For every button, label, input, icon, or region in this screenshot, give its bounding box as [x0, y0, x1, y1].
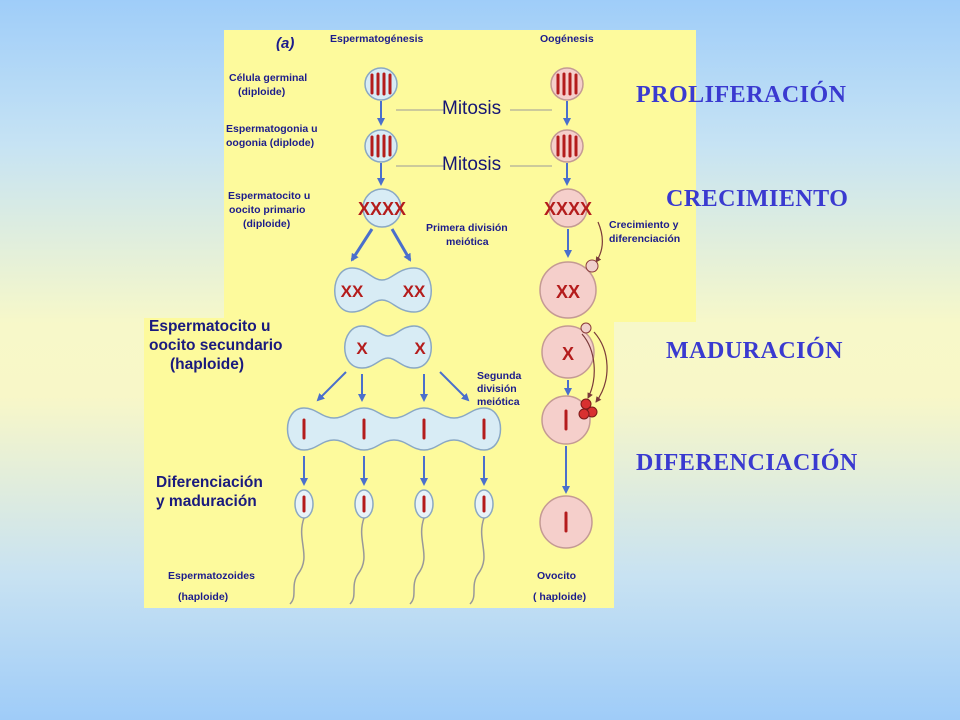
sperm-secondary-spermatocytes: X X: [344, 325, 432, 369]
label-germ-cell: Célula germinal: [229, 72, 308, 84]
svg-text:X: X: [356, 339, 368, 358]
label-spermatozoa: Espermatozoides: [168, 570, 255, 582]
label-spermatozoa-ploidy: (haploide): [178, 591, 229, 603]
stage-label-growth: CRECIMIENTO: [666, 186, 849, 212]
label-mitosis-2: Mitosis: [442, 154, 502, 175]
column-title-spermatogenesis: Espermatogénesis: [330, 33, 424, 45]
spermatozoon-1: [289, 489, 314, 605]
growth-arrow: [595, 221, 603, 263]
sperm-dividing-cell-1: XX XX: [334, 267, 432, 313]
arrow: [316, 371, 347, 402]
panel-letter: (a): [276, 35, 295, 52]
label-secondary-ploidy: (haploide): [170, 356, 245, 373]
label-secondary: Espermatocito u: [149, 318, 271, 335]
label-gonia: Espermatogonia u: [226, 123, 318, 135]
stage-label-differentiation: DIFERENCIACIÓN: [636, 450, 858, 476]
oo-germ-cell: [550, 67, 584, 101]
label-meiosis-2: Segunda: [477, 370, 522, 382]
sperm-spermatogonium-cell: [364, 129, 398, 163]
stage-label-maturation: MADURACIÓN: [666, 338, 843, 364]
spermatozoon-3: [409, 489, 434, 605]
spermatozoon-4: [469, 489, 494, 605]
label-gonia-ploidy: oogonia (diplode): [226, 137, 315, 149]
svg-text:XXXX: XXXX: [358, 199, 406, 219]
column-title-oogenesis: Oogénesis: [540, 33, 594, 45]
label-meiosis-1: Primera división: [426, 222, 508, 234]
svg-text:XX: XX: [403, 282, 426, 301]
oo-grown-oocyte-cell: XX: [539, 259, 599, 319]
polar-body-arrow: [581, 333, 595, 399]
label-germ-cell-ploidy: (diploide): [238, 86, 286, 98]
label-growth-2: diferenciación: [609, 233, 681, 245]
oo-oogonium-cell: [550, 129, 584, 163]
svg-text:XX: XX: [341, 282, 364, 301]
stage-label-proliferation: PROLIFERACIÓN: [636, 82, 847, 108]
sperm-primary-spermatocyte-cell: XXXX: [358, 188, 406, 228]
polar-body-arrow: [593, 331, 608, 403]
label-meiosis-1-2: meiótica: [446, 236, 489, 248]
oo-ootid-cell: [541, 395, 598, 445]
diagram-panel-top: [224, 30, 696, 322]
oo-secondary-oocyte-cell: X: [541, 322, 595, 379]
svg-text:X: X: [562, 344, 574, 364]
oo-primary-oocyte-cell: XXXX: [544, 188, 592, 228]
label-primary-ploidy: (diploide): [243, 218, 291, 230]
arrow: [439, 371, 470, 402]
label-differentiation-2: y maduración: [156, 493, 257, 510]
diagram-panel-bottom: [144, 318, 614, 608]
label-primary-2: oocito primario: [229, 204, 306, 216]
label-ovocito: Ovocito: [537, 570, 577, 582]
spermatozoon-2: [349, 489, 374, 605]
label-differentiation: Diferenciación: [156, 474, 263, 491]
oo-ovum-cell: [539, 495, 593, 549]
sperm-germ-cell: [364, 67, 398, 101]
label-primary: Espermatocito u: [228, 190, 311, 202]
label-ovocito-ploidy: ( haploide): [533, 591, 587, 603]
svg-text:XXXX: XXXX: [544, 199, 592, 219]
label-secondary-2: oocito secundario: [149, 337, 283, 354]
svg-text:X: X: [414, 339, 426, 358]
label-mitosis-1: Mitosis: [442, 98, 502, 119]
arrow: [390, 228, 412, 262]
arrow: [350, 228, 374, 262]
label-meiosis-2-2: división: [477, 383, 517, 395]
svg-text:XX: XX: [556, 282, 580, 302]
sperm-spermatids-chain: [286, 407, 502, 451]
label-meiosis-2-3: meiótica: [477, 396, 520, 408]
label-growth: Crecimiento y: [609, 219, 679, 231]
